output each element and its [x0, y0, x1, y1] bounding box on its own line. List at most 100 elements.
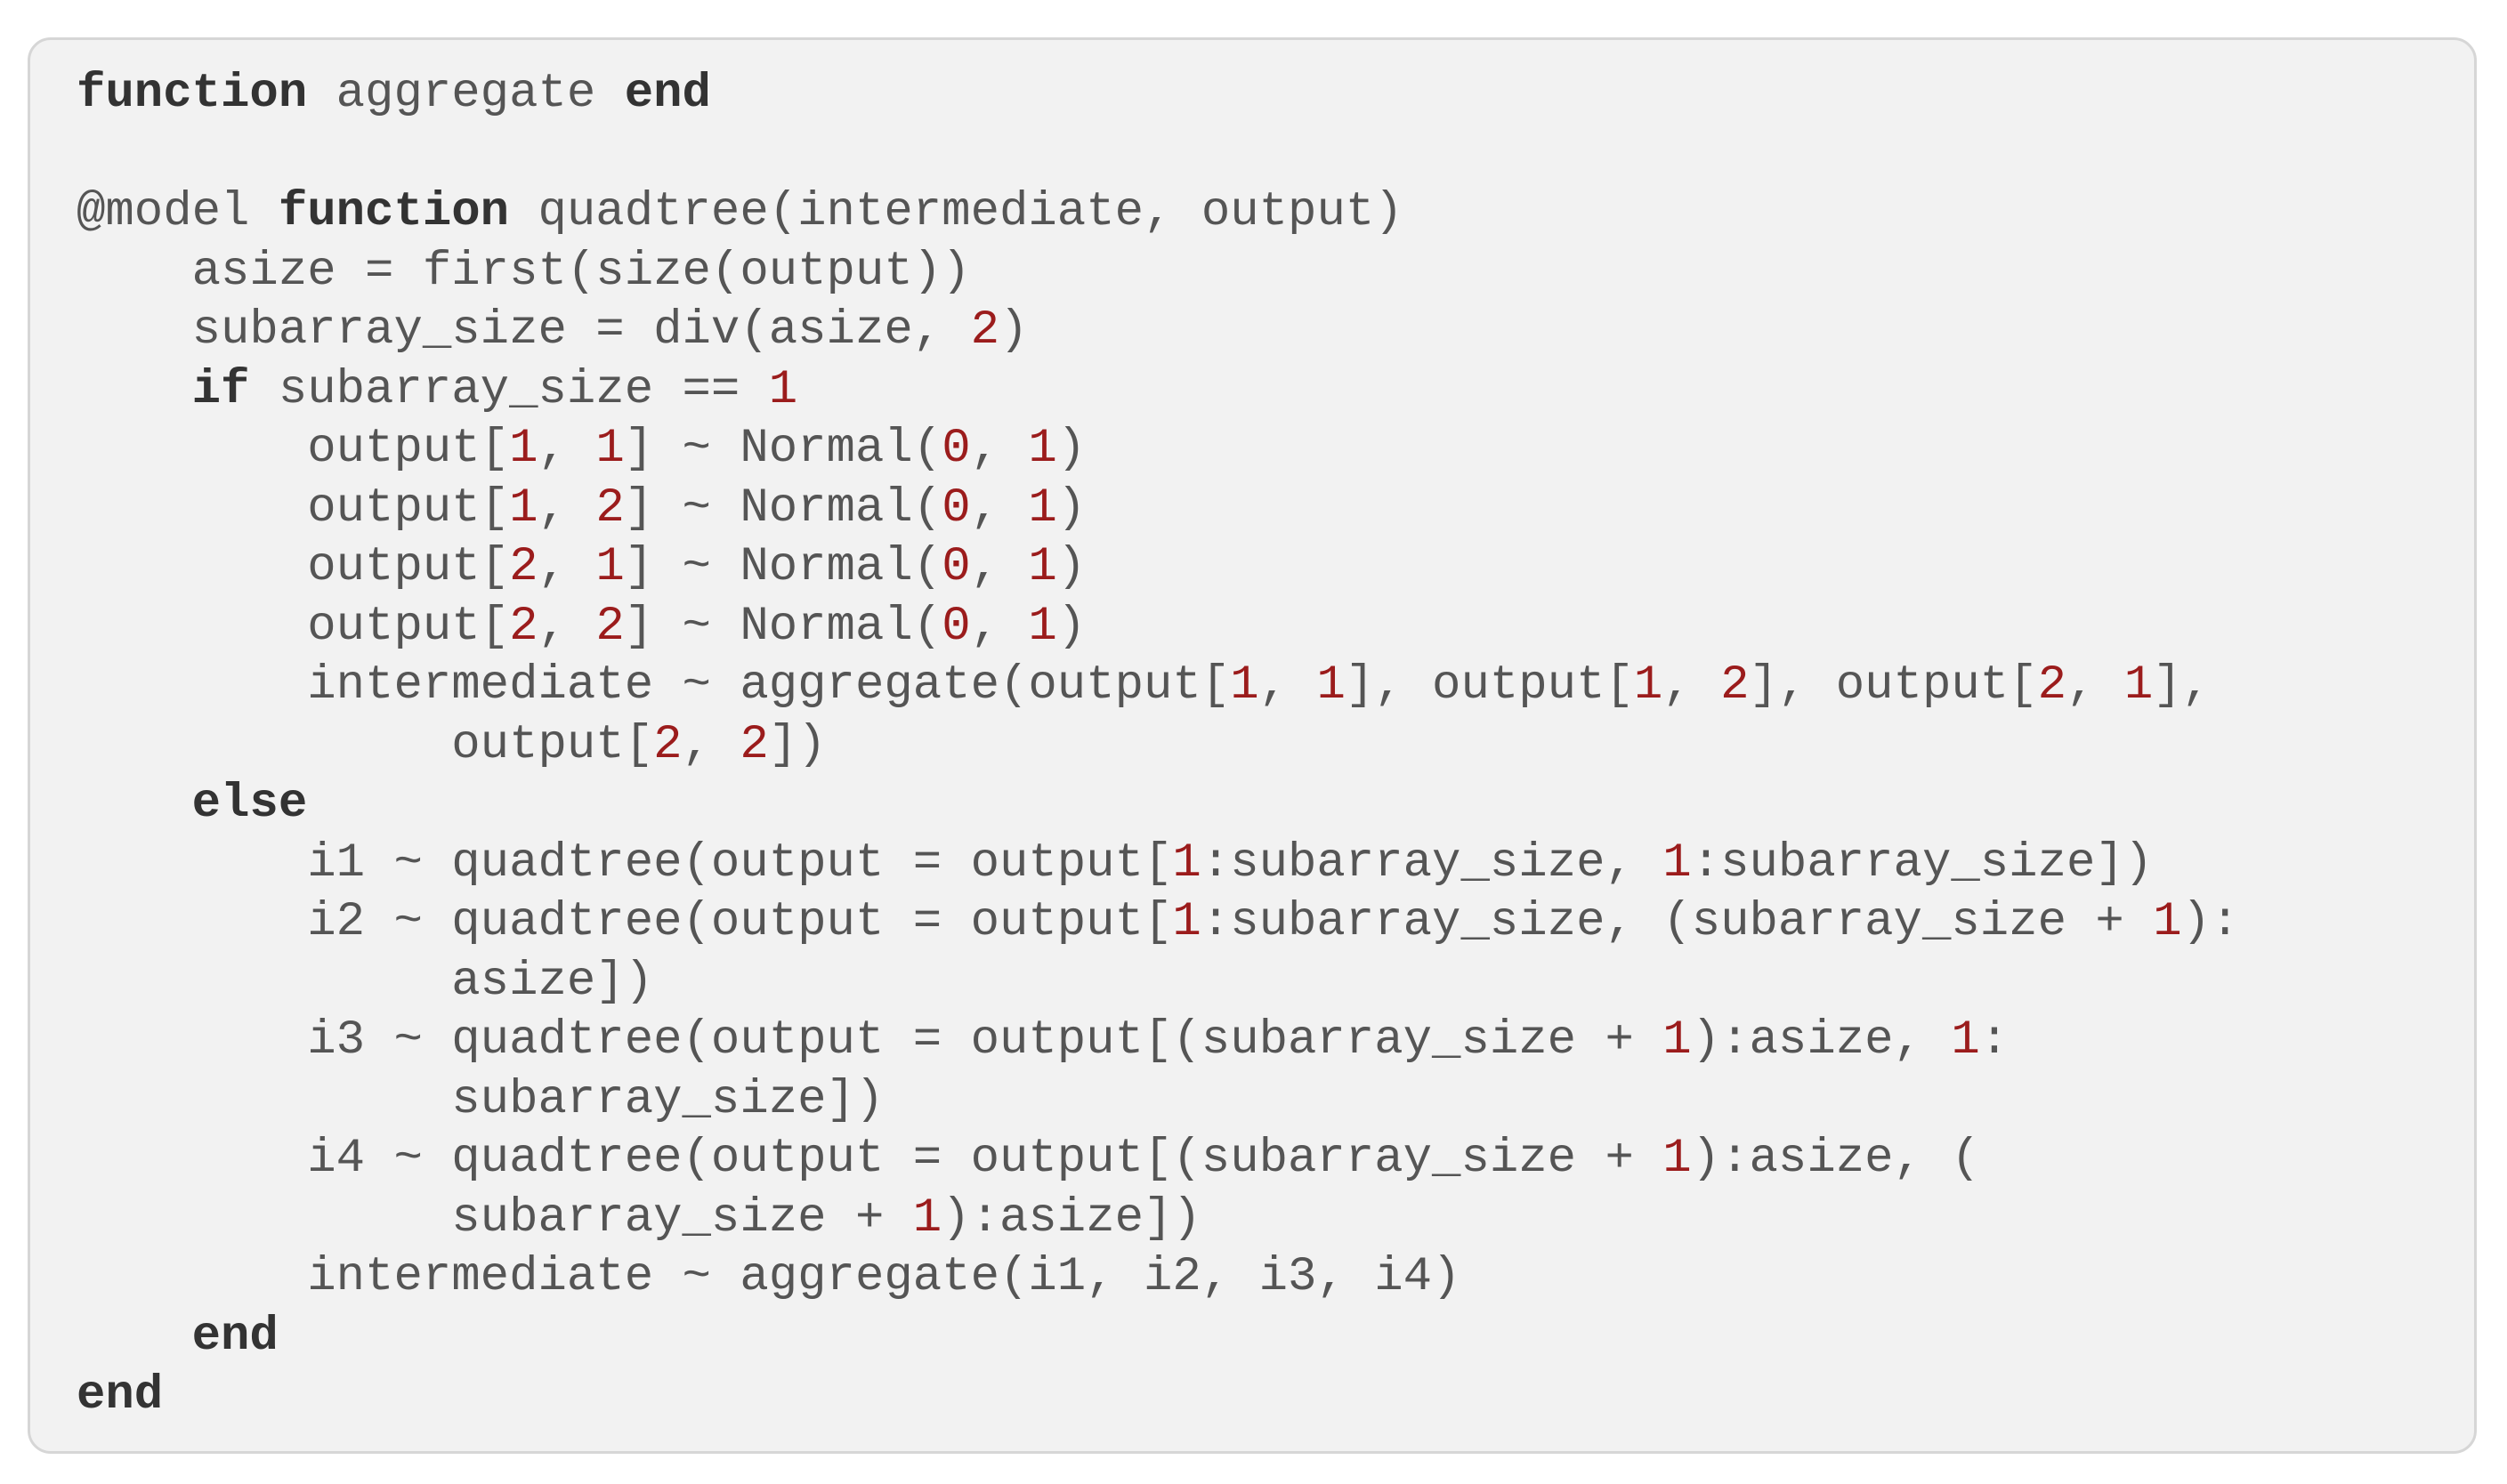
- code-text: ): [1056, 540, 1087, 594]
- code-number: 1: [1230, 658, 1259, 713]
- code-text: ] ~ Normal(: [624, 422, 942, 476]
- code-text: i3 ~ quadtree(output = output[(subarray_…: [77, 1013, 1663, 1068]
- code-text: ] ~ Normal(: [624, 540, 942, 594]
- code-text: ,: [970, 599, 1029, 654]
- code-line: subarray_size + 1):asize]): [77, 1190, 2239, 1249]
- code-line: i4 ~ quadtree(output = output[(subarray_…: [77, 1130, 2239, 1190]
- code-text: ):asize]): [942, 1190, 1201, 1246]
- code-number: 1: [595, 422, 625, 476]
- code-line: asize]): [77, 953, 2239, 1012]
- code-text: asize = first(size(output)): [77, 244, 971, 299]
- code-text: ): [999, 303, 1029, 358]
- code-line: output[2, 2] ~ Normal(0, 1): [77, 598, 2239, 657]
- code-text: output[: [77, 540, 510, 594]
- code-line: output[2, 1] ~ Normal(0, 1): [77, 538, 2239, 598]
- code-line: i1 ~ quadtree(output = output[1:subarray…: [77, 835, 2239, 894]
- code-text: ): [1056, 480, 1087, 536]
- code-text: aggregate: [307, 67, 625, 121]
- code-number: 1: [2153, 895, 2182, 949]
- code-line: output[2, 2]): [77, 716, 2239, 776]
- code-number: 1: [1028, 422, 1057, 476]
- code-keyword: end: [624, 67, 711, 121]
- code-number: 0: [942, 480, 971, 536]
- code-line: end: [77, 1367, 2239, 1426]
- code-number: 2: [509, 599, 538, 654]
- code-text: ,: [538, 540, 596, 594]
- code-keyword: else: [191, 777, 308, 831]
- code-number: 2: [2037, 658, 2066, 713]
- code-line: output[1, 1] ~ Normal(0, 1): [77, 420, 2239, 480]
- code-text: ):: [2181, 895, 2240, 949]
- code-number: 1: [1316, 658, 1346, 713]
- code-number: 1: [1662, 1013, 1692, 1068]
- code-listing: function aggregate end @model function qu…: [77, 65, 2239, 1426]
- code-text: ,: [538, 480, 596, 536]
- code-text: subarray_size +: [77, 1190, 913, 1246]
- code-line: i3 ~ quadtree(output = output[(subarray_…: [77, 1012, 2239, 1071]
- code-line: subarray_size]): [77, 1071, 2239, 1131]
- code-number: 1: [1172, 835, 1201, 891]
- code-text: i1 ~ quadtree(output = output[: [77, 835, 1173, 891]
- code-line: else: [77, 775, 2239, 835]
- code-line: intermediate ~ aggregate(output[1, 1], o…: [77, 657, 2239, 716]
- code-text: ,: [538, 422, 596, 476]
- code-text: :subarray_size]): [1691, 835, 2154, 891]
- code-text: ,: [2066, 658, 2124, 713]
- code-number: 1: [768, 362, 798, 417]
- code-text: [77, 1310, 192, 1364]
- code-text: @model: [77, 185, 279, 239]
- code-text: i4 ~ quadtree(output = output[(subarray_…: [77, 1132, 1663, 1186]
- code-line: i2 ~ quadtree(output = output[ 1:subarray…: [77, 893, 2239, 953]
- code-number: 1: [1028, 540, 1057, 594]
- code-text: output[: [77, 480, 510, 536]
- code-number: 0: [942, 540, 971, 594]
- code-line: asize = first(size(output)): [77, 243, 2239, 302]
- code-line: [77, 125, 2239, 184]
- code-text: ,: [538, 599, 596, 654]
- code-text: :subarray_size, (subarray_size +: [1201, 895, 2154, 949]
- code-line: function aggregate end: [77, 65, 2239, 125]
- code-number: 1: [1662, 1132, 1692, 1186]
- code-number: 2: [970, 303, 999, 358]
- code-number: 0: [942, 422, 971, 476]
- code-line: if subarray_size == 1: [77, 361, 2239, 421]
- code-number: 0: [942, 599, 971, 654]
- code-text: ): [1056, 599, 1087, 654]
- code-keyword: end: [77, 1368, 164, 1423]
- code-number: 2: [1720, 658, 1750, 713]
- code-keyword: function: [278, 185, 510, 239]
- code-line: output[1, 2] ~ Normal(0, 1): [77, 480, 2239, 539]
- code-text: output[: [77, 599, 510, 654]
- code-text: output[: [77, 717, 654, 772]
- code-text: :subarray_size,: [1201, 835, 1663, 891]
- code-text: ]): [768, 717, 827, 772]
- code-text: ,: [970, 540, 1029, 594]
- code-number: 1: [1028, 480, 1057, 536]
- code-text: ],: [2153, 658, 2212, 713]
- code-keyword: function: [77, 67, 308, 121]
- code-text: intermediate ~ aggregate(output[: [77, 658, 1231, 713]
- code-text: :: [1979, 1013, 2010, 1068]
- code-number: 1: [509, 422, 538, 476]
- code-text: output[: [77, 422, 510, 476]
- code-number: 1: [1951, 1013, 1980, 1068]
- code-number: 1: [1028, 599, 1057, 654]
- code-number: 2: [595, 599, 625, 654]
- code-number: 1: [2123, 658, 2154, 713]
- code-text: ,: [682, 717, 740, 772]
- code-number: 1: [1662, 835, 1692, 891]
- code-line: subarray_size = div(asize, 2): [77, 302, 2239, 361]
- code-line: @model function quadtree(intermediate, o…: [77, 183, 2239, 243]
- code-line: end: [77, 1308, 2239, 1367]
- code-number: 2: [653, 717, 683, 772]
- code-number: 2: [509, 540, 538, 594]
- code-text: i2 ~ quadtree(output = output[: [77, 895, 1173, 949]
- code-keyword: if: [191, 362, 250, 417]
- code-text: subarray_size ==: [249, 362, 769, 417]
- code-text: [77, 777, 192, 831]
- code-text: ,: [970, 480, 1029, 536]
- code-keyword: end: [191, 1309, 279, 1364]
- code-text: ,: [970, 422, 1029, 476]
- code-text: ):asize, (: [1691, 1132, 1980, 1186]
- code-text: ], output[: [1749, 658, 2038, 713]
